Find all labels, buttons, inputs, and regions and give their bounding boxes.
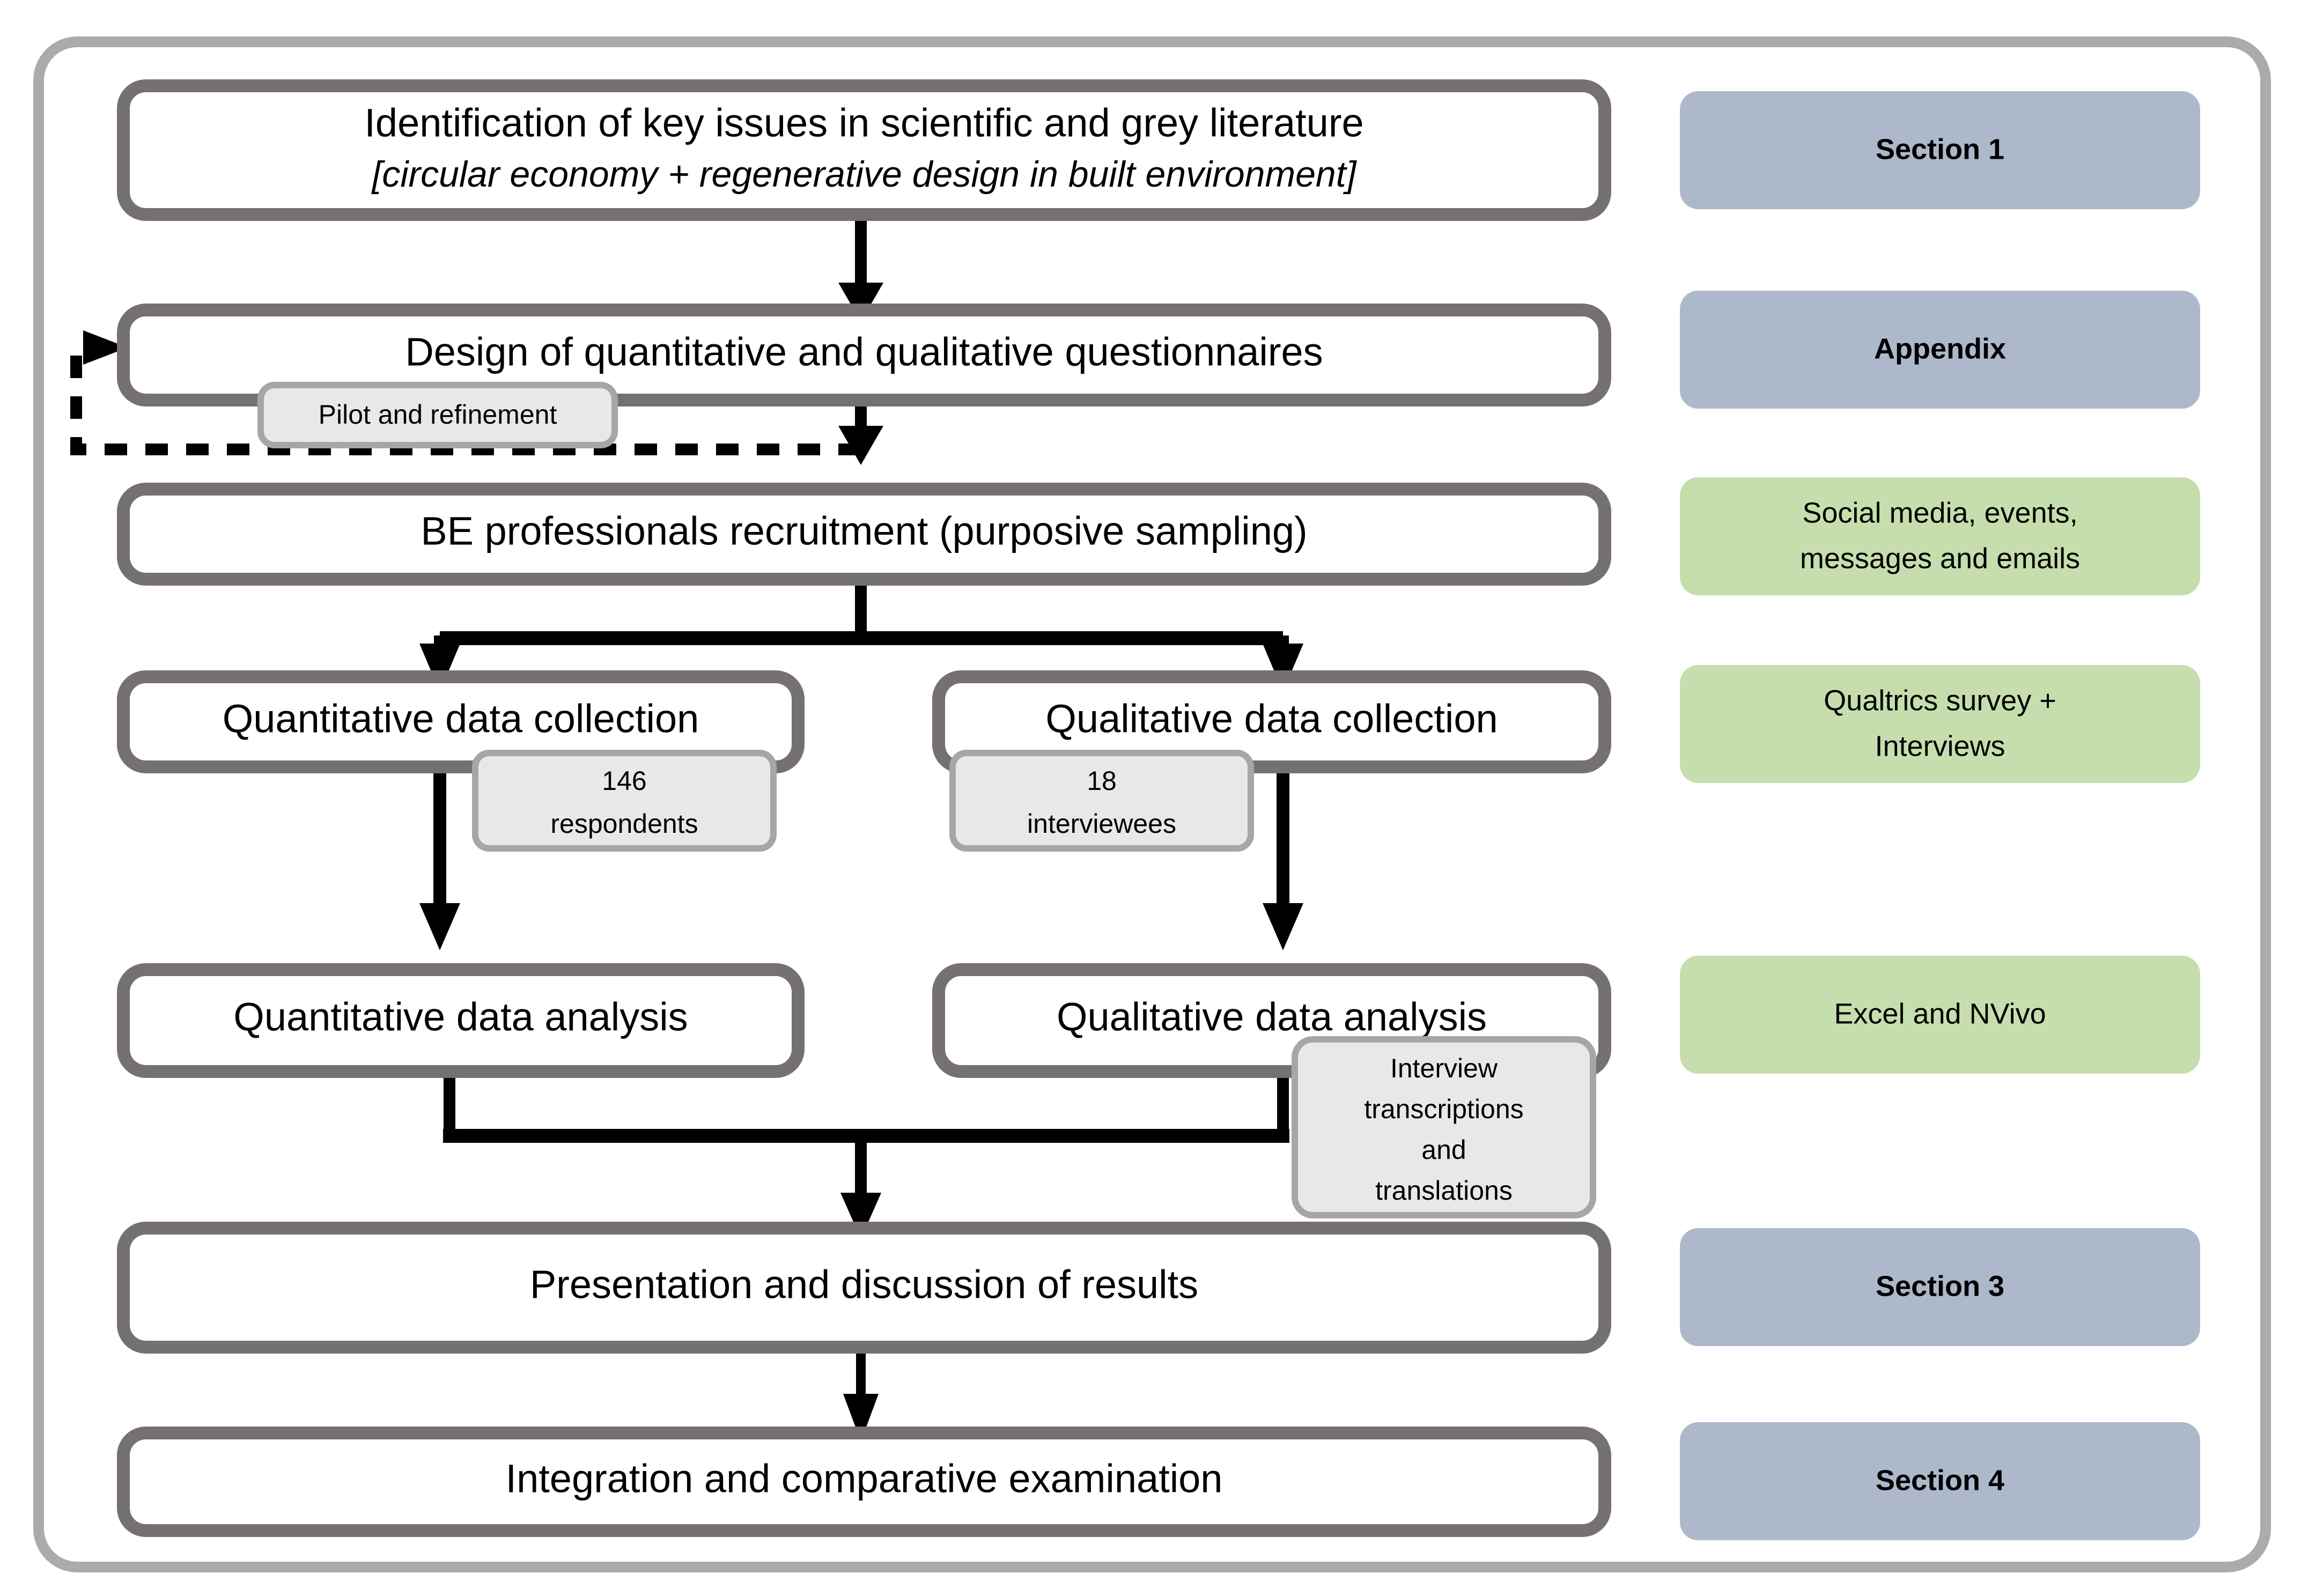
- callout-146-respondents: 146 respondents: [472, 750, 777, 852]
- flow-node-integration-comparison[interactable]: Integration and comparative examination: [117, 1427, 1611, 1537]
- side-label-collection-tools-line1: Qualtrics survey +: [1824, 684, 2056, 716]
- flow-node-qual-collection-label: Qualitative data collection: [1045, 697, 1498, 741]
- edge-n4b-n5b: [1263, 767, 1303, 950]
- side-label-section-3-text: Section 3: [1876, 1270, 2004, 1302]
- edge-n4a-n5a: [419, 767, 460, 950]
- side-label-appendix-text: Appendix: [1874, 332, 2006, 365]
- side-label-appendix[interactable]: Appendix: [1680, 291, 2200, 409]
- callout-interview-transcriptions-line3: and: [1421, 1135, 1466, 1165]
- side-label-recruitment-channels-line2: messages and emails: [1800, 542, 2080, 574]
- callout-pilot-refinement: Pilot and refinement: [257, 382, 618, 448]
- callout-pilot-refinement-label: Pilot and refinement: [319, 400, 557, 430]
- flow-node-identification-line1: Identification of key issues in scientif…: [364, 101, 1363, 145]
- flow-node-quant-collection[interactable]: Quantitative data collection: [117, 670, 805, 773]
- callout-interview-transcriptions: Interview transcriptions and translation…: [1292, 1036, 1596, 1218]
- side-label-collection-tools[interactable]: Qualtrics survey + Interviews: [1680, 665, 2200, 783]
- side-label-analysis-tools[interactable]: Excel and NVivo: [1680, 956, 2200, 1074]
- flow-node-quant-analysis-label: Quantitative data analysis: [233, 995, 688, 1039]
- edge-n1-n2: [838, 217, 883, 322]
- flow-node-integration-comparison-label: Integration and comparative examination: [506, 1457, 1223, 1501]
- side-label-analysis-tools-text: Excel and NVivo: [1834, 997, 2046, 1030]
- edge-n3-split: [419, 578, 1303, 692]
- side-label-recruitment-channels-line1: Social media, events,: [1802, 497, 2077, 529]
- flow-node-qual-collection[interactable]: Qualitative data collection: [932, 670, 1611, 773]
- flow-node-identification-line2: [circular economy + regenerative design …: [371, 154, 1357, 195]
- side-label-section-1-text: Section 1: [1876, 133, 2004, 165]
- flow-node-questionnaire-design[interactable]: Design of quantitative and qualitative q…: [117, 304, 1611, 407]
- callout-18-interviewees: 18 interviewees: [949, 750, 1254, 852]
- flow-node-qual-analysis-label: Qualitative data analysis: [1057, 995, 1487, 1039]
- flow-node-presentation-discussion-label: Presentation and discussion of results: [530, 1262, 1198, 1307]
- flow-node-questionnaire-design-label: Design of quantitative and qualitative q…: [405, 330, 1323, 374]
- flow-node-identification[interactable]: Identification of key issues in scientif…: [117, 79, 1611, 221]
- flow-node-recruitment-label: BE professionals recruitment (purposive …: [421, 509, 1307, 553]
- flow-node-presentation-discussion[interactable]: Presentation and discussion of results: [117, 1222, 1611, 1354]
- callout-18-interviewees-count: 18: [1087, 766, 1117, 796]
- callout-interview-transcriptions-line4: translations: [1375, 1176, 1513, 1206]
- callout-interview-transcriptions-line2: transcriptions: [1364, 1094, 1523, 1124]
- side-label-recruitment-channels[interactable]: Social media, events, messages and email…: [1680, 477, 2200, 595]
- flow-node-quant-collection-label: Quantitative data collection: [223, 697, 699, 741]
- side-label-section-4[interactable]: Section 4: [1680, 1422, 2200, 1540]
- outer-frame: [33, 36, 2271, 1572]
- callout-18-interviewees-unit: interviewees: [1027, 809, 1176, 839]
- flow-node-quant-analysis[interactable]: Quantitative data analysis: [117, 963, 805, 1078]
- flow-node-recruitment[interactable]: BE professionals recruitment (purposive …: [117, 483, 1611, 586]
- edge-feedback-loop: [70, 330, 861, 455]
- edge-n6-n7: [843, 1346, 879, 1442]
- side-label-section-1[interactable]: Section 1: [1680, 91, 2200, 209]
- callout-interview-transcriptions-line1: Interview: [1390, 1053, 1498, 1083]
- callout-146-respondents-count: 146: [602, 766, 646, 796]
- side-label-section-3[interactable]: Section 3: [1680, 1228, 2200, 1346]
- callout-146-respondents-unit: respondents: [550, 809, 698, 839]
- side-label-collection-tools-line2: Interviews: [1875, 730, 2005, 762]
- edge-merge-to-n6: [443, 1073, 1289, 1239]
- side-label-section-4-text: Section 4: [1876, 1464, 2004, 1496]
